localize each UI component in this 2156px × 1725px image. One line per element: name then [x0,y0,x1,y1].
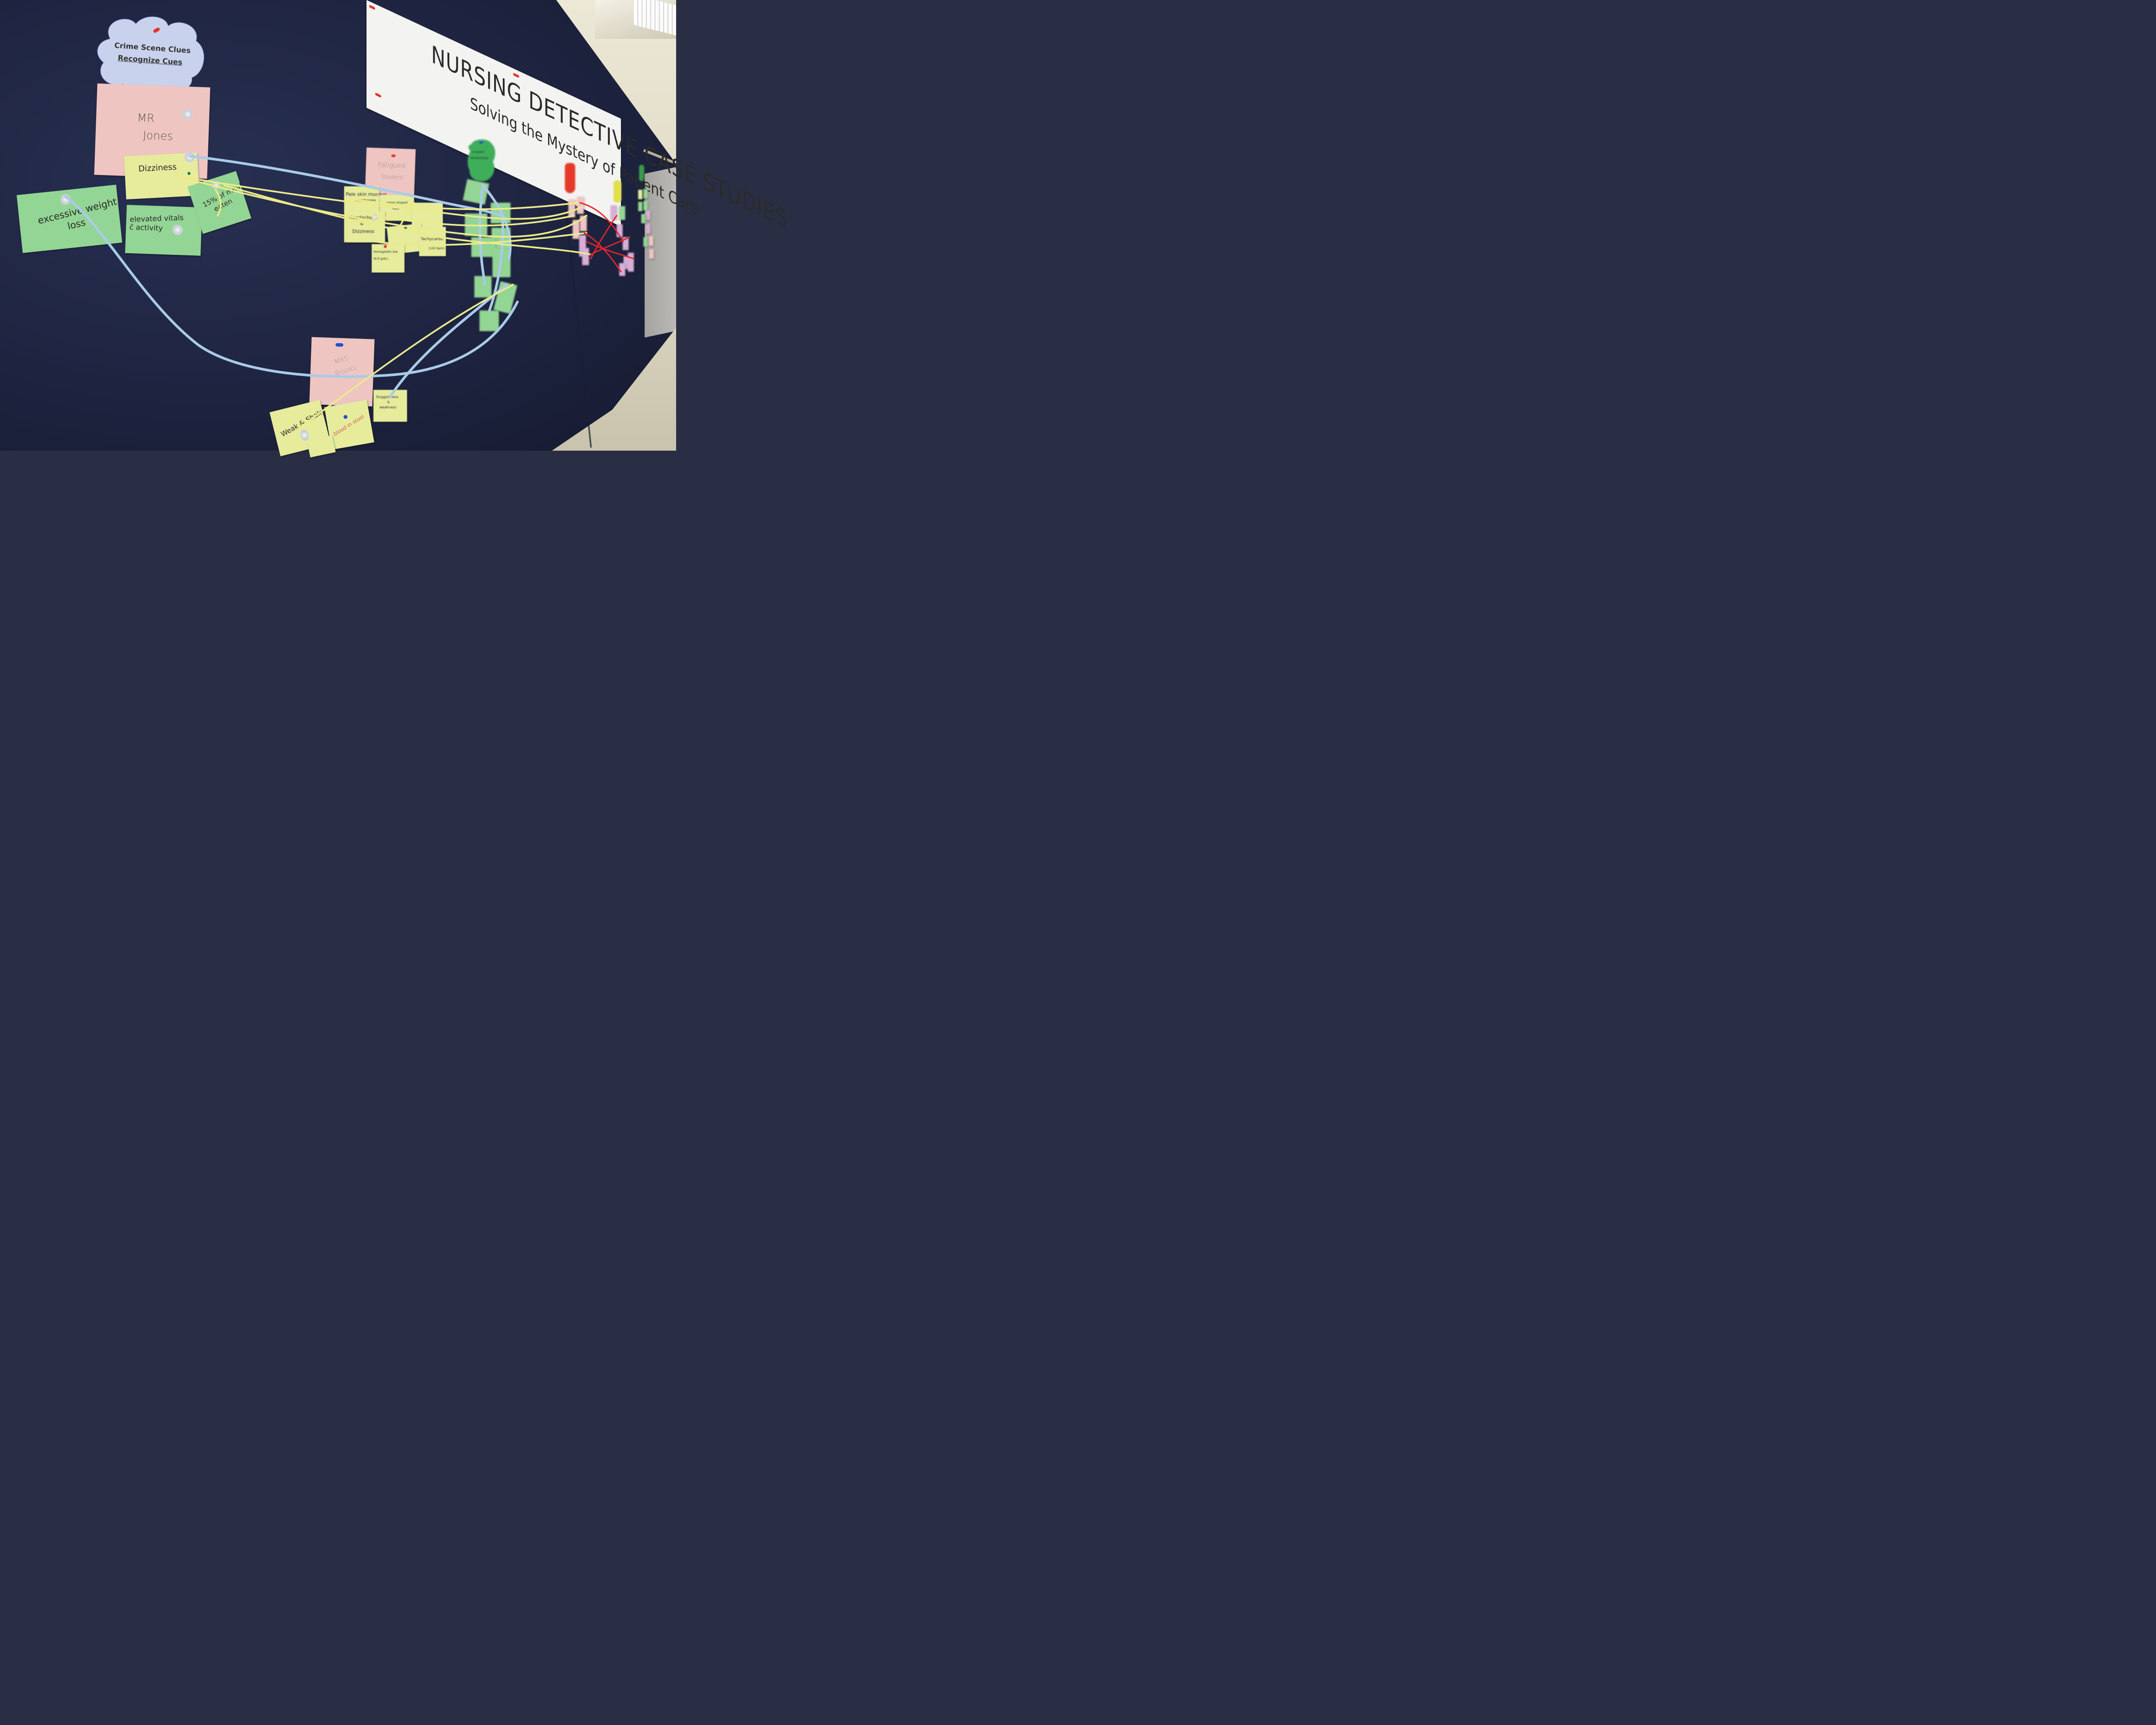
cue-text-line1: Hemoglobin low [373,250,398,254]
cue-card-green [471,237,495,257]
cue-card-green [465,213,487,236]
priority-card [623,237,629,250]
patient-name-line1: MRS [333,354,349,366]
cue-text-line2: nails [392,207,400,210]
patient-name-line2: Jones [143,129,173,143]
action-card [646,210,650,220]
clear-thumbtack-icon [60,194,72,205]
action-card [649,236,653,246]
cue-card-dizziness: Dizziness [124,151,200,200]
green-cloud-shape-icon [467,139,495,182]
cue-text-line2: loss [66,217,87,232]
action-card [643,201,648,210]
cue-text-line2: (8.9 g/dL) [373,257,388,260]
column-heading-line1: Investigate [472,151,484,154]
priority-card [619,263,625,276]
cue-text-line2: membranes [355,198,376,202]
red-pushpin-icon [513,72,519,78]
column-heading-line2: Pathophysiology [470,157,488,160]
blue-pushpin-icon [335,343,344,347]
action-card [641,214,646,223]
green-pushpin-icon [187,172,191,175]
cue-subtext: (120 bpm) [429,247,445,250]
red-pushpin-icon [369,4,375,10]
cloud-header: Crime Scene Clues Recognize Cues [93,13,207,95]
column-heading-analyze: Analyze [565,163,575,193]
analysis-card [582,248,589,265]
analysis-card [577,197,584,214]
red-pushpin-icon [391,154,396,157]
analysis-card [568,199,575,217]
action-card [646,224,650,234]
cue-card-elevated-vitals: elevated vitals c̄ activity [125,204,202,256]
patient-name-line2: Brooks [334,363,357,378]
cue-card-sluggishness: Sluggishness & weakness [373,390,407,422]
clear-thumbtack-icon [371,214,378,221]
priority-card [617,224,623,237]
column-heading-act: Act [639,165,644,181]
red-pushpin-icon [375,92,381,98]
action-card [649,249,654,259]
cue-text-line1: Headache [349,215,373,220]
green-pushpin-icon [404,226,407,229]
blue-pushpin-icon [479,141,483,144]
column-heading-prioritize: Prioritize [614,180,621,203]
cue-text-line1: Sluggishness [376,395,399,399]
cue-card-green [491,203,511,223]
cue-card-green [492,248,511,277]
blue-pushpin-icon [343,414,348,419]
priority-card [628,253,634,272]
clear-thumbtack-icon [182,109,193,120]
cue-card-green [474,276,492,298]
cue-text-line2: & [387,400,390,404]
cue-text-line1: elevated vitals [129,213,184,224]
cue-text: blood in stool [332,413,365,437]
cue-card-green [479,310,499,331]
clear-thumbtack-icon [299,428,310,442]
cue-text: Dizziness [138,162,177,174]
cue-text: Tachycardic [421,237,444,242]
patient-name-line1: Fatigued [378,161,406,170]
action-card [643,189,648,198]
cue-text-line3: weakness [379,405,397,409]
cue-text-line1: spoon shaped [386,201,407,204]
action-card [638,190,642,199]
column-heading-investigate: Investigate Pathophysiology [467,138,495,182]
patient-name-line1: MR [137,111,155,125]
clear-thumbtack-icon [184,151,195,163]
cue-card-headache: Headache & Dizziness [347,211,385,242]
cloud-shape-icon [97,16,204,94]
cue-text-line2: c̄ activity [129,223,163,233]
action-card [643,237,648,247]
cue-text-line3: Dizziness [352,229,375,234]
patient-card-mrs-brooks: MRS Brooks [309,337,375,407]
red-pushpin-icon [384,245,387,248]
cue-card-green [463,179,489,205]
clear-thumbtack-icon [172,224,183,235]
analysis-card [573,220,580,239]
cue-card-tachycardic: Tachycardic (120 bpm) [419,227,446,256]
cue-text-line2: & [360,222,364,226]
priority-card [611,205,617,219]
cue-card-hemoglobin: Hemoglobin low (8.9 g/dL) [372,244,404,273]
cue-card-excessive-weight-loss: excessive weight loss [16,185,122,253]
analysis-card [580,216,587,231]
clear-thumbtack-icon [211,180,221,190]
patient-name-line2: Student [381,174,404,182]
priority-card [619,206,625,220]
action-card [638,202,642,211]
